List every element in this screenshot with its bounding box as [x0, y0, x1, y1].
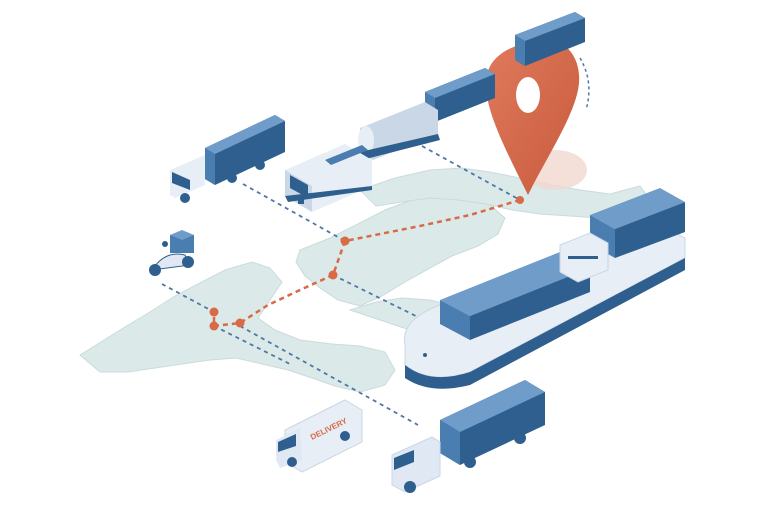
- container-truck-icon: [170, 115, 285, 203]
- connector-truck: [242, 183, 346, 242]
- route-stop: [235, 318, 245, 328]
- connector-van: [213, 325, 291, 365]
- route-stop: [328, 270, 338, 280]
- connector-semi: [239, 325, 419, 426]
- route-stop: [209, 307, 219, 317]
- route-stop: [209, 321, 219, 331]
- location-pin-icon: [485, 38, 590, 196]
- route-stop: [516, 196, 524, 204]
- delivery-van-icon: DELIVERY: [276, 399, 363, 473]
- semi-truck-icon: [391, 380, 545, 493]
- world-map: [79, 167, 651, 393]
- cargo-ship-icon: [403, 188, 686, 389]
- continent-americas: [79, 261, 396, 393]
- route-stop: [340, 236, 350, 246]
- connector-ship: [332, 274, 431, 324]
- continent-europe-africa: [295, 195, 506, 307]
- shipping-route: [209, 196, 524, 331]
- connector-lines: [161, 145, 521, 426]
- connector-scooter: [161, 283, 215, 313]
- freight-train-icon: [285, 12, 585, 212]
- connector-train: [421, 145, 521, 201]
- delivery-scooter-icon: [149, 230, 194, 276]
